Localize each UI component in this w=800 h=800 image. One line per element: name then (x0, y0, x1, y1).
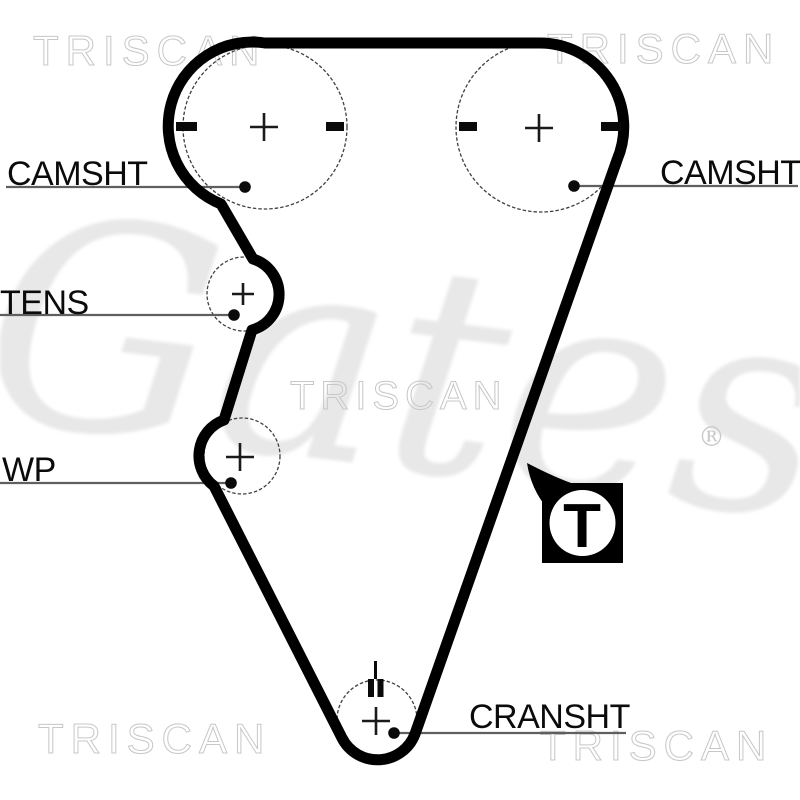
water-pump-cross (226, 443, 254, 471)
leader-lines (0, 184, 798, 735)
camshaft-left-cross (250, 113, 278, 141)
center-cross-marks (226, 113, 553, 735)
triscan-watermark-bottom-right: TRISCAN (539, 722, 774, 769)
registered-trademark-icon: ® (698, 422, 725, 453)
triscan-watermark-center: TRISCAN (290, 374, 508, 418)
tensioner-dot (228, 309, 240, 321)
label-water-pump: WP (2, 451, 56, 489)
camshaft-left-tick-inner (326, 122, 344, 131)
camshaft-right-tick-outer (601, 122, 621, 131)
t-marker-letter: T (563, 492, 601, 561)
crankshaft-mark-bar-left (368, 679, 374, 697)
tensioner-cross (232, 283, 254, 305)
camshaft-right-tick-inner (459, 122, 477, 131)
triscan-watermark-bottom-left: TRISCAN (37, 715, 272, 762)
t-marker: T (527, 463, 623, 563)
pulley-circles (182, 41, 627, 761)
timing-marks (176, 122, 621, 697)
label-camshaft-left: CAMSHT (7, 155, 148, 193)
crankshaft-cross (362, 707, 390, 735)
crankshaft-mark-line (374, 661, 377, 679)
camshaft-left-tick-outer (176, 122, 197, 131)
camshaft-left-dot (239, 181, 251, 193)
water-pump-pulley (203, 417, 281, 495)
camshaft-right-cross (525, 114, 553, 142)
camshaft-right-dot (568, 180, 580, 192)
water-pump-dot (225, 477, 237, 489)
crankshaft-dot (388, 727, 400, 739)
triscan-watermark-top-right: TRISCAN (546, 25, 781, 72)
t-marker-circle (549, 490, 616, 556)
label-camshaft-right: CAMSHT (660, 154, 800, 192)
label-crankshaft: CRANSHT (469, 698, 630, 736)
timing-belt (162, 36, 630, 766)
label-tensioner: TENS (0, 284, 89, 322)
pointer-dots (225, 180, 580, 739)
crankshaft-mark-bar-right (377, 679, 384, 697)
